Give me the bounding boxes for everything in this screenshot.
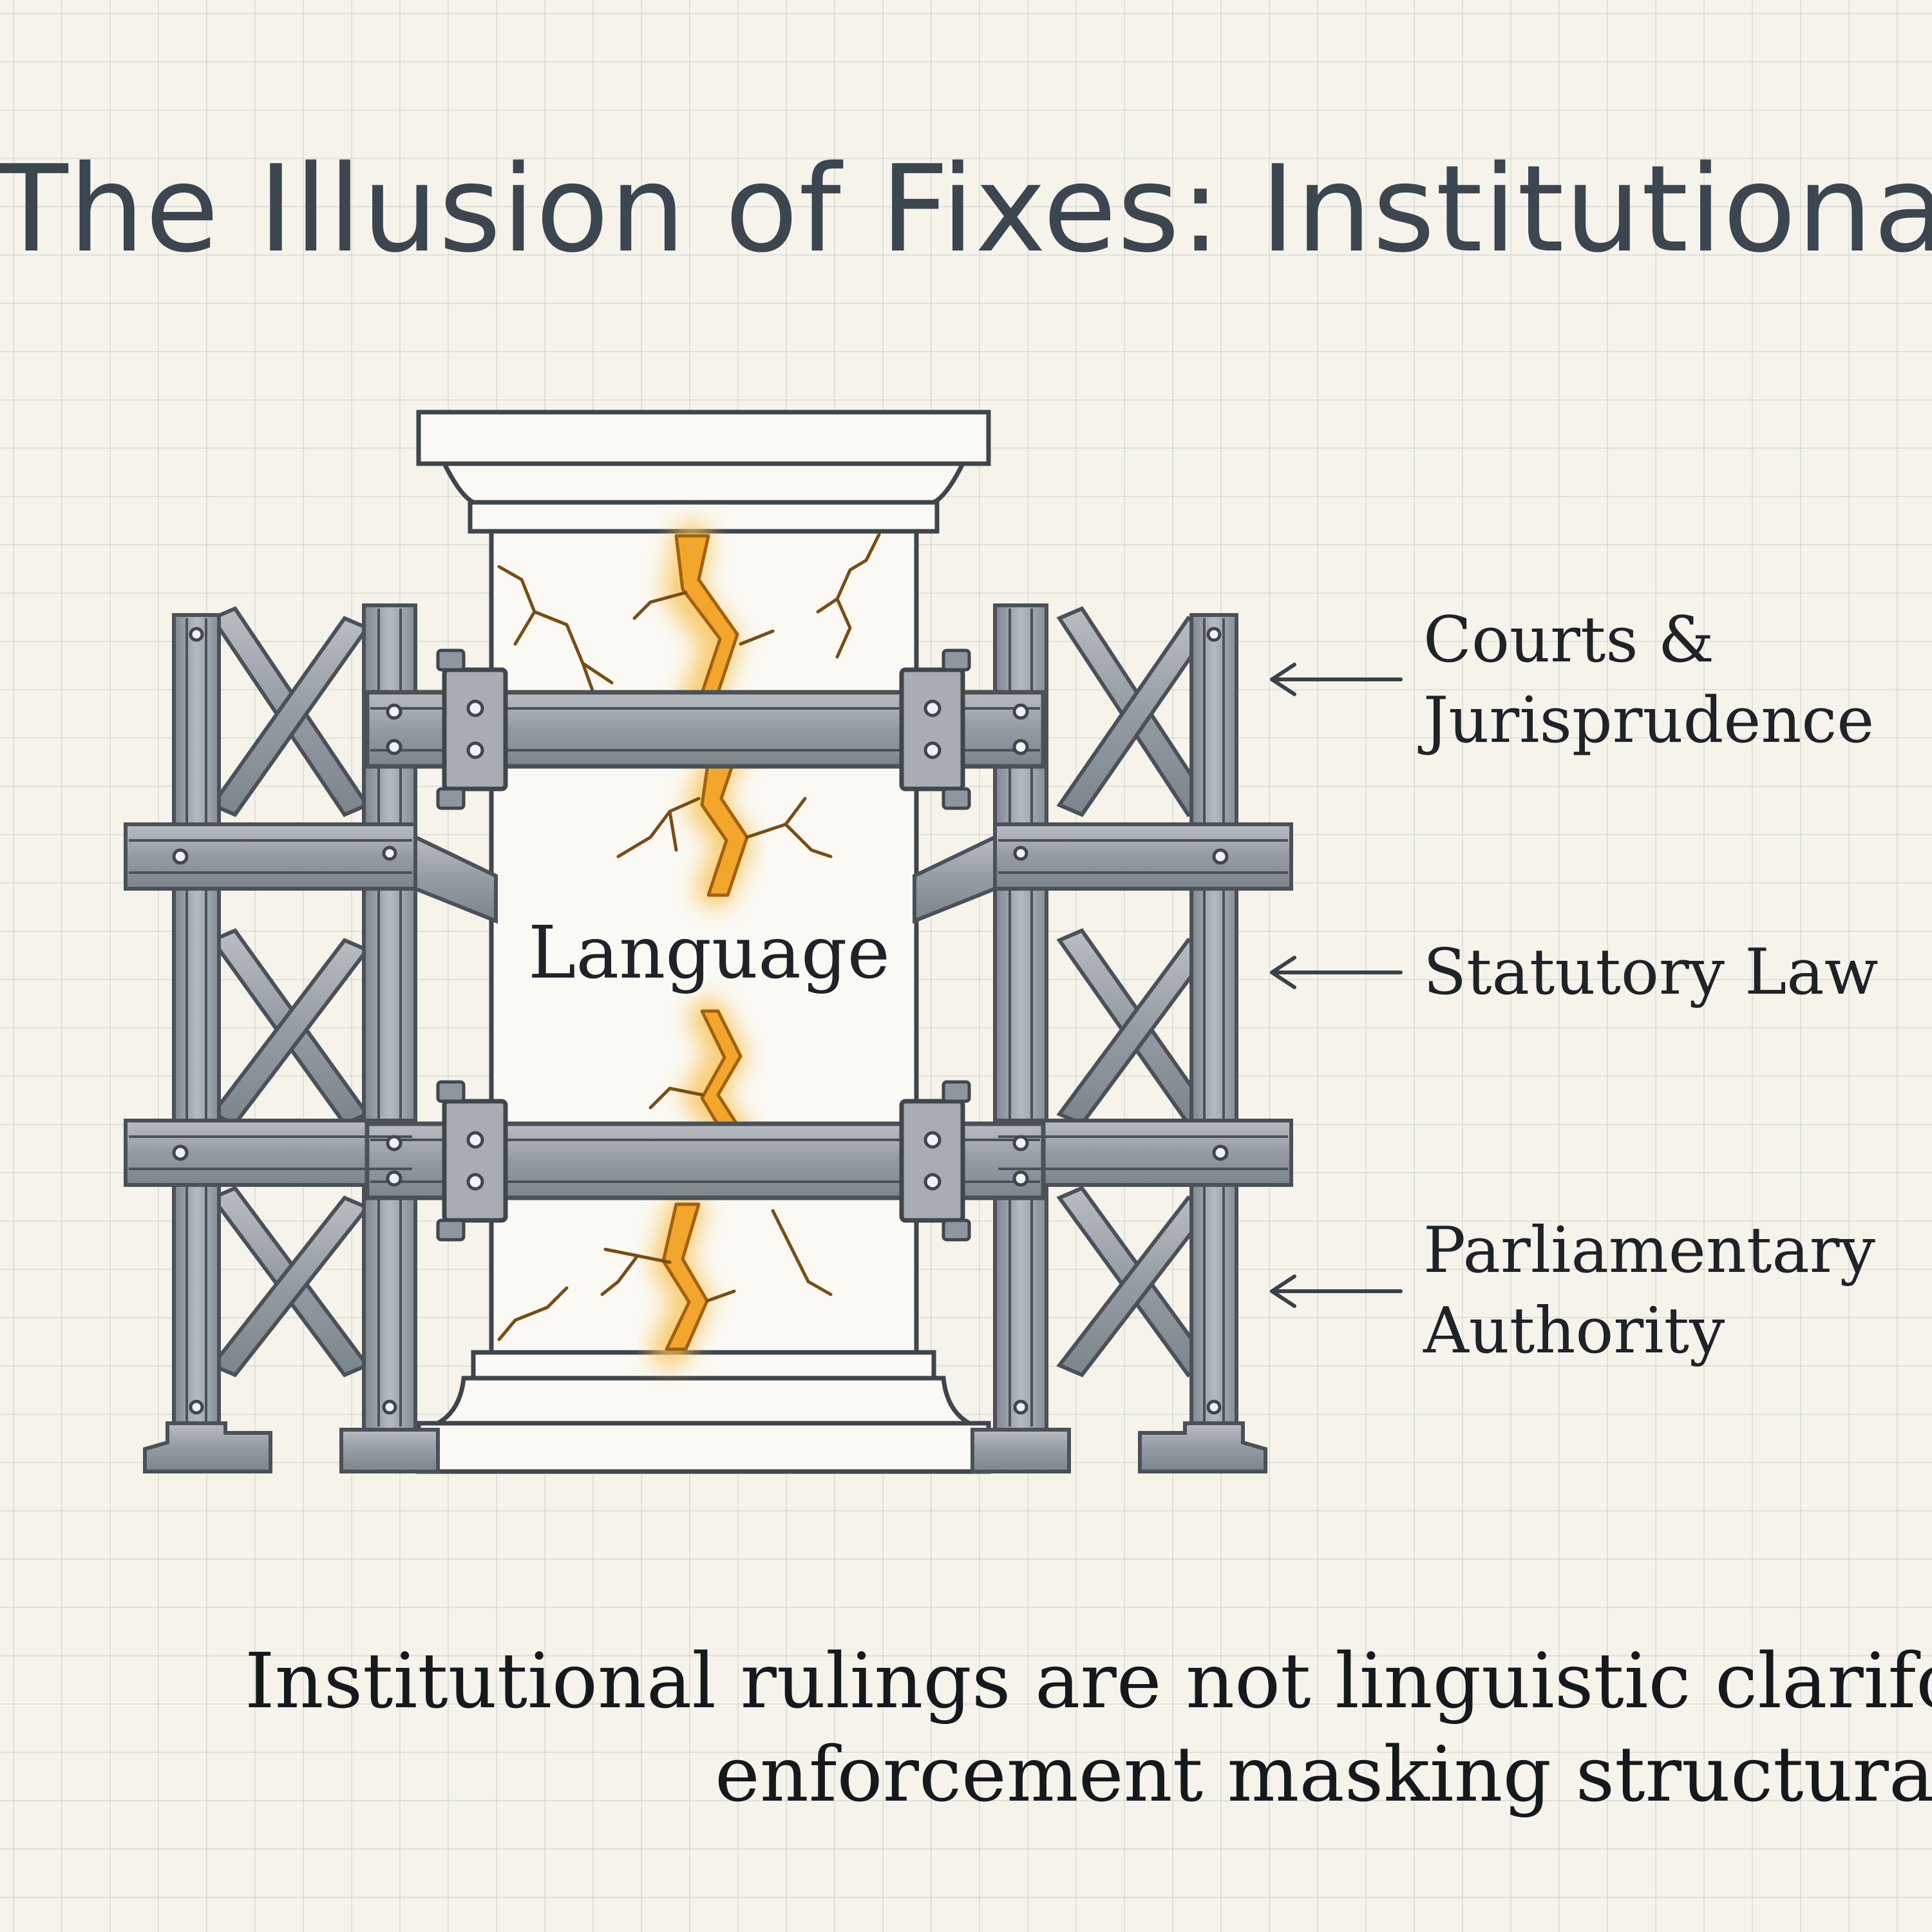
pillar-base-plinth bbox=[416, 1421, 991, 1474]
page-title: The Illusion of Fixes: Institutional S bbox=[0, 149, 1932, 269]
caption-line1: Institutional rulings are not linguistic… bbox=[245, 1636, 1932, 1725]
clamp-plates bbox=[442, 667, 965, 1223]
clamp-nuts bbox=[436, 649, 971, 1242]
pillar-label: Language bbox=[528, 911, 890, 995]
cross-braces bbox=[209, 606, 1214, 1378]
support-label-parliamentary-line1: Parliamentary bbox=[1423, 1214, 1875, 1287]
support-label-courts-line1: Courts & bbox=[1423, 603, 1715, 677]
hairline-cracks bbox=[497, 533, 881, 1341]
support-label-statutory-line1: Statutory Law bbox=[1423, 936, 1879, 1009]
support-label-parliamentary: Parliamentary Authority bbox=[1423, 1211, 1875, 1372]
bolts bbox=[172, 627, 1229, 1415]
label-arrows bbox=[1270, 663, 1403, 1308]
support-label-courts-line2: Jurisprudence bbox=[1423, 684, 1875, 757]
support-label-parliamentary-line2: Authority bbox=[1423, 1294, 1725, 1368]
pillar-capital-molding bbox=[440, 461, 967, 505]
pillar-capital-top bbox=[416, 410, 991, 466]
main-cracks bbox=[661, 534, 752, 1351]
arrow-parliamentary bbox=[1270, 1274, 1403, 1308]
pillar-base-molding bbox=[429, 1376, 978, 1426]
support-label-statutory: Statutory Law bbox=[1423, 933, 1879, 1013]
upright-feet bbox=[143, 1421, 1267, 1473]
support-label-courts: Courts & Jurisprudence bbox=[1423, 600, 1874, 761]
arrow-courts bbox=[1270, 663, 1403, 696]
caption-line2: enforcement masking structural ins bbox=[715, 1730, 1932, 1819]
arrow-statutory bbox=[1270, 956, 1403, 989]
pillar-base-top bbox=[471, 1350, 936, 1381]
